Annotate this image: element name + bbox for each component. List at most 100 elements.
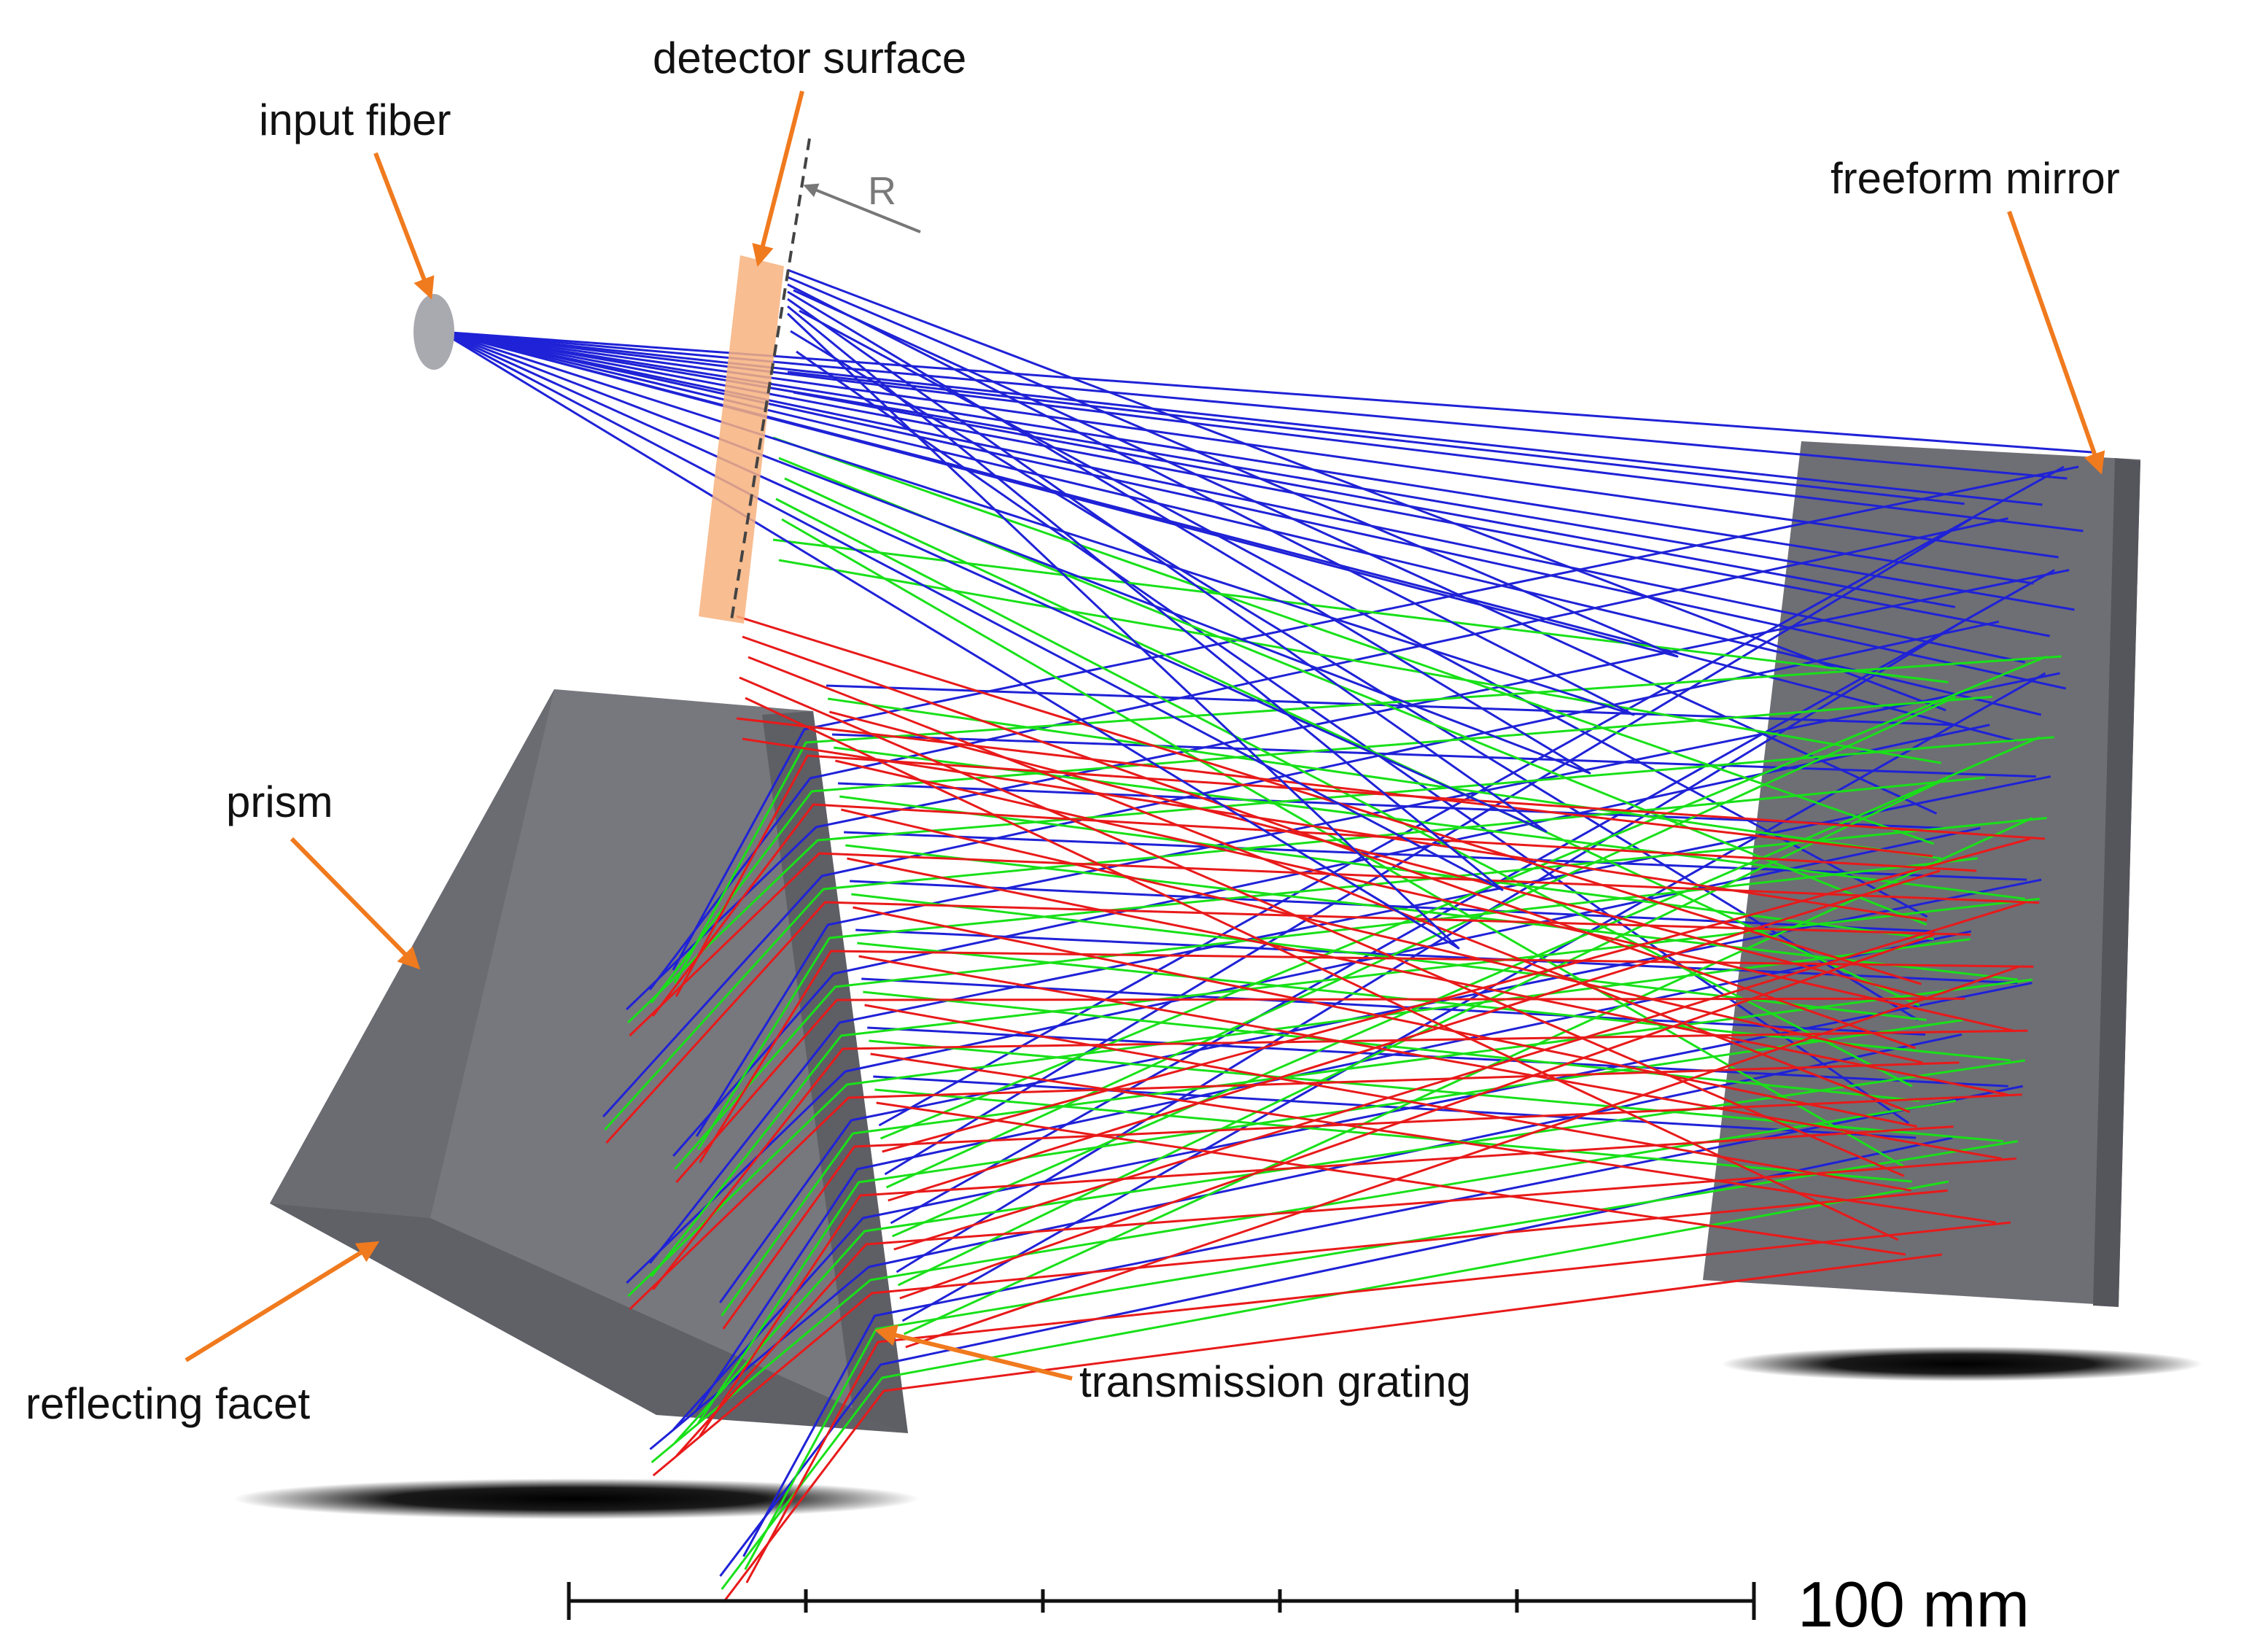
light-ray xyxy=(440,330,2034,585)
light-ray xyxy=(742,635,1916,1050)
light-ray xyxy=(627,736,2054,1024)
light-ray xyxy=(799,309,1928,918)
light-ray xyxy=(787,268,1946,712)
light-ray xyxy=(722,1253,1942,1603)
light-ray xyxy=(699,950,2034,1163)
light-ray xyxy=(648,517,2008,990)
light-ray xyxy=(778,559,1941,764)
light-ray xyxy=(649,775,2051,1264)
light-ray xyxy=(652,803,1977,1017)
light-ray xyxy=(652,1189,1948,1477)
light-ray xyxy=(719,1136,1953,1577)
light-ray xyxy=(697,817,2047,1150)
light-ray xyxy=(884,517,1973,1176)
freeform-mirror-arrow xyxy=(2007,211,2105,475)
light-ray xyxy=(721,978,2033,1316)
light-ray xyxy=(772,436,1935,845)
radius-label: R xyxy=(868,169,896,213)
prism-label: prism xyxy=(226,777,333,826)
light-ray xyxy=(440,330,2050,637)
light-ray xyxy=(672,982,2033,1431)
reflecting-facet-label: reflecting facet xyxy=(26,1379,311,1428)
light-ray xyxy=(890,569,2055,1225)
transmission-grating-label: transmission grating xyxy=(1079,1357,1471,1406)
light-ray xyxy=(672,465,2079,971)
detector-surface-label: detector surface xyxy=(653,34,966,82)
light-ray xyxy=(675,1157,2016,1457)
light-ray xyxy=(787,371,1965,505)
light-ray xyxy=(736,717,1933,858)
light-ray xyxy=(841,808,1923,1064)
light-ray xyxy=(674,857,1978,1170)
input-fiber-arrow xyxy=(373,152,435,300)
light-ray xyxy=(893,901,2025,1251)
light-ray xyxy=(675,754,2046,997)
light-ray xyxy=(699,1125,1954,1437)
light-ray xyxy=(652,1029,2028,1290)
light-ray xyxy=(440,330,2084,532)
light-ray xyxy=(897,776,1949,1287)
light-ray xyxy=(850,880,1935,933)
light-ray xyxy=(885,696,1957,1189)
light-ray xyxy=(739,676,1905,1177)
light-ray xyxy=(784,477,1920,1007)
light-ray xyxy=(719,878,2042,1303)
light-ray xyxy=(845,844,2018,981)
light-ray xyxy=(440,330,2092,454)
light-ray xyxy=(675,997,1965,1183)
light-ray xyxy=(742,737,1927,922)
light-ray xyxy=(721,1180,1949,1590)
light-ray xyxy=(440,330,2043,506)
light-ray xyxy=(827,697,1941,860)
prism-shadow xyxy=(233,1478,919,1519)
light-ray xyxy=(695,672,2060,1137)
light-ray xyxy=(440,298,1548,833)
light-ray xyxy=(790,330,1919,1021)
light-ray xyxy=(742,1085,2023,1557)
light-ray xyxy=(834,746,2025,900)
light-ray xyxy=(880,655,2048,1140)
light-ray xyxy=(870,1052,1996,1224)
light-ray xyxy=(781,518,1906,1168)
light-ray xyxy=(876,1101,1906,1256)
radius-arrow xyxy=(803,183,921,233)
light-ray xyxy=(440,330,2068,480)
light-ray xyxy=(772,538,1949,683)
light-ray xyxy=(835,759,2014,1032)
light-ray xyxy=(793,289,1938,815)
light-ray xyxy=(440,305,1504,891)
mirror-shadow xyxy=(1721,1346,2202,1381)
light-ray xyxy=(745,697,1899,1241)
light-ray xyxy=(629,852,2040,1037)
light-ray xyxy=(673,655,2062,984)
light-ray xyxy=(904,817,2033,1335)
light-ray xyxy=(651,695,1992,1004)
scale-bar-label: 100 mm xyxy=(1798,1568,2030,1640)
detector-surface xyxy=(699,138,811,624)
scale-bar-ticks xyxy=(567,1582,1756,1620)
prism xyxy=(270,689,908,1433)
reflecting-facet-arrow xyxy=(185,1241,380,1362)
light-ray xyxy=(888,869,1941,1202)
light-ray xyxy=(892,736,2041,1238)
light-ray xyxy=(672,724,1990,1157)
light-ray xyxy=(440,290,1591,775)
light-ray xyxy=(793,391,1956,608)
freeform-mirror-label: freeform mirror xyxy=(1830,154,2120,203)
light-ray xyxy=(905,965,2019,1349)
prism-arrow xyxy=(290,837,421,970)
light-ray xyxy=(440,330,2025,664)
light-ray xyxy=(440,312,1460,950)
light-ray xyxy=(722,1093,2022,1330)
light-ray xyxy=(899,934,1935,1300)
light-ray xyxy=(844,831,2027,881)
detector-surface-arrow xyxy=(752,90,804,267)
detector-curvature-line xyxy=(730,138,811,621)
light-ray xyxy=(847,857,2008,1096)
light-ray xyxy=(440,330,2067,690)
light-ray xyxy=(440,283,1635,716)
input-fiber-tip xyxy=(414,294,454,370)
scale-bar: 100 mm xyxy=(567,1568,2030,1640)
light-ray xyxy=(604,776,1985,1131)
